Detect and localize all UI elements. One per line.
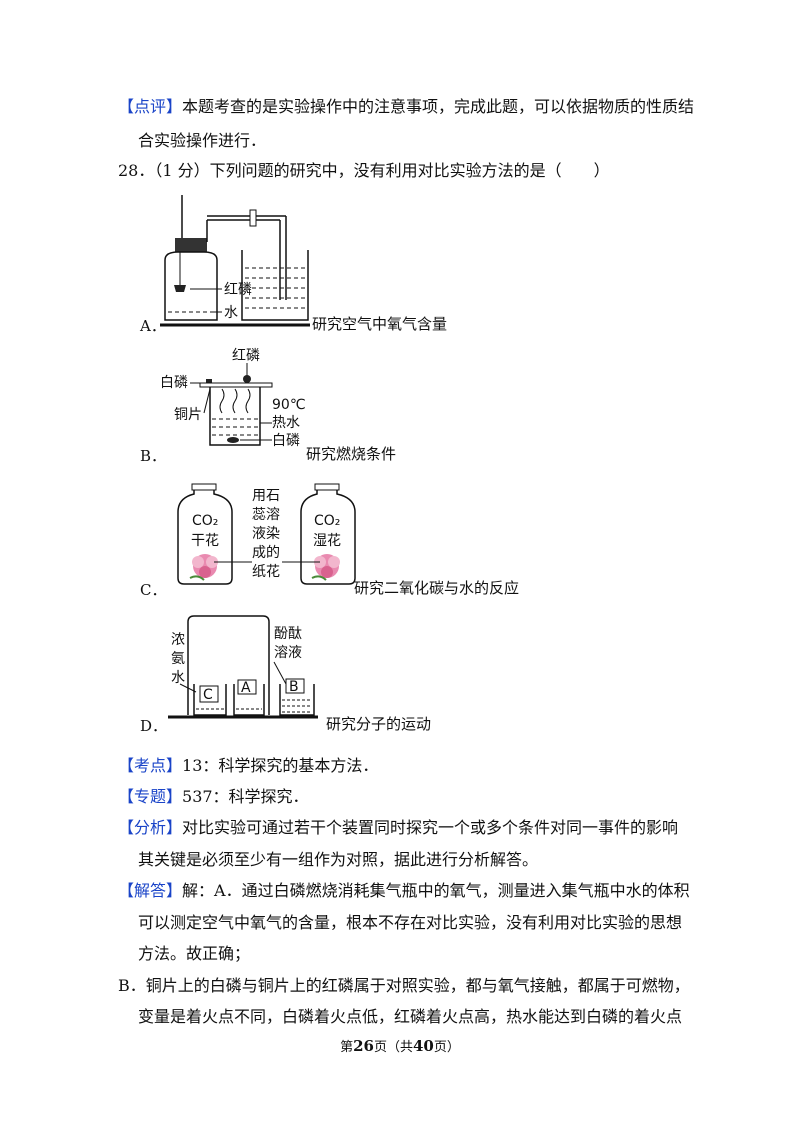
label-b-temp: 90℃ [272,397,306,413]
label-beaker-a: A [241,680,251,696]
label-c-left-flower: 干花 [191,533,219,549]
diagram-c: CO₂ 干花 CO₂ 湿花 用石 蕊溶 液染 成的 纸花 [177,483,356,585]
label-b-white-bottom: 白磷 [272,433,300,449]
label-c-right-flower: 湿花 [313,533,341,549]
jieda-line-1: 【解答】解：A．通过白磷燃烧消耗集气瓶中的氧气，测量进入集气瓶中水的体积 [118,880,690,902]
label-b-copper: 铜片 [174,407,202,423]
diagram-a: 红磷 水 [160,195,310,327]
label-b-red: 红磷 [232,348,260,364]
option-d-letter: D． [140,717,168,735]
left-flower-icon [189,554,218,581]
fenxi-line-2: 其关键是必须至少有一组作为对照，据此进行分析解答。 [138,850,539,869]
option-b-letter: B． [140,447,167,465]
right-flower-icon [311,554,340,581]
comment-tag: 【点评】 [118,97,183,116]
kaodian-text: 13：科学探究的基本方法． [182,756,379,775]
page-footer: 第26页（共40页） [0,1036,800,1055]
label-beaker-c: C [203,687,213,703]
label-c-left-gas: CO₂ [192,513,218,529]
label-b-hotwater: 热水 [272,415,300,431]
diagram-b: 红磷 白磷 铜片 90℃ 热水 白磷 [160,348,306,449]
label-d-right-1: 溶液 [274,645,302,661]
label-a-phosphorus: 红磷 [224,282,252,298]
option-c-caption: 研究二氧化碳与水的反应 [354,579,520,597]
label-beaker-b: B [289,679,299,695]
option-b-caption: 研究燃烧条件 [306,445,397,463]
footer-total-pages: 40 [413,1037,434,1055]
label-c-mid-2: 液染 [252,526,280,542]
fenxi-tag: 【分析】 [118,818,183,837]
footer-mid: 页（共 [373,1040,413,1055]
footer-page-number: 26 [353,1037,374,1055]
fenxi-line-1: 【分析】对比实验可通过若干个装置同时探究一个或多个条件对同一事件的影响 [118,817,678,839]
comment-text-1: 本题考查的是实验操作中的注意事项，完成此题，可以依据物质的性质结 [182,97,695,116]
jieda-line-3: 方法。故正确； [138,944,251,963]
label-d-right-0: 酚酞 [274,626,302,642]
label-d-left-2: 水 [171,670,185,686]
zhuanti-tag: 【专题】 [118,787,183,806]
option-a-letter: A． [140,317,166,335]
label-c-mid-4: 纸花 [252,564,280,580]
comment-line-2: 合实验操作进行． [138,131,267,150]
label-b-white-top: 白磷 [160,375,188,391]
option-d-caption: 研究分子的运动 [326,715,432,733]
zhuanti-text: 537：科学探究． [182,787,309,806]
jieda-tag: 【解答】 [118,881,183,900]
label-a-water: 水 [224,305,238,321]
kaodian-tag: 【考点】 [118,756,183,775]
diagram-d: 浓 氨 水 酚酞 溶液 C A B [168,615,318,719]
label-c-mid-3: 成的 [252,545,280,561]
comment-line-1: 【点评】本题考查的是实验操作中的注意事项，完成此题，可以依据物质的性质结 [118,96,694,118]
label-c-mid-1: 蕊溶 [252,507,280,523]
fenxi-text-1: 对比实验可通过若干个装置同时探究一个或多个条件对同一事件的影响 [182,818,679,837]
option-a-caption: 研究空气中氧气含量 [312,315,448,333]
b-line-2: 变量是着火点不同，白磷着火点低，红磷着火点高，热水能达到白磷的着火点 [138,1007,683,1026]
label-c-right-gas: CO₂ [314,513,340,529]
label-c-mid-0: 用石 [252,488,280,504]
footer-suffix: 页） [433,1040,460,1055]
b-line-1: B．铜片上的白磷与铜片上的红磷属于对照实验，都与氧气接触，都属于可燃物， [118,976,690,995]
option-c-letter: C． [140,581,167,599]
question-text: 28．（1 分）下列问题的研究中，没有利用对比实验方法的是（ ） [118,161,610,180]
jieda-line-2: 可以测定空气中氧气的含量，根本不存在对比实验，没有利用对比实验的思想 [138,913,683,932]
zhuanti-line: 【专题】537：科学探究． [118,786,309,808]
label-d-left-1: 氨 [171,651,185,667]
footer-prefix: 第 [340,1040,354,1055]
kaodian-line: 【考点】13：科学探究的基本方法． [118,755,378,777]
jieda-text-1: 解：A．通过白磷燃烧消耗集气瓶中的氧气，测量进入集气瓶中水的体积 [182,881,690,900]
label-d-left-0: 浓 [171,632,185,648]
